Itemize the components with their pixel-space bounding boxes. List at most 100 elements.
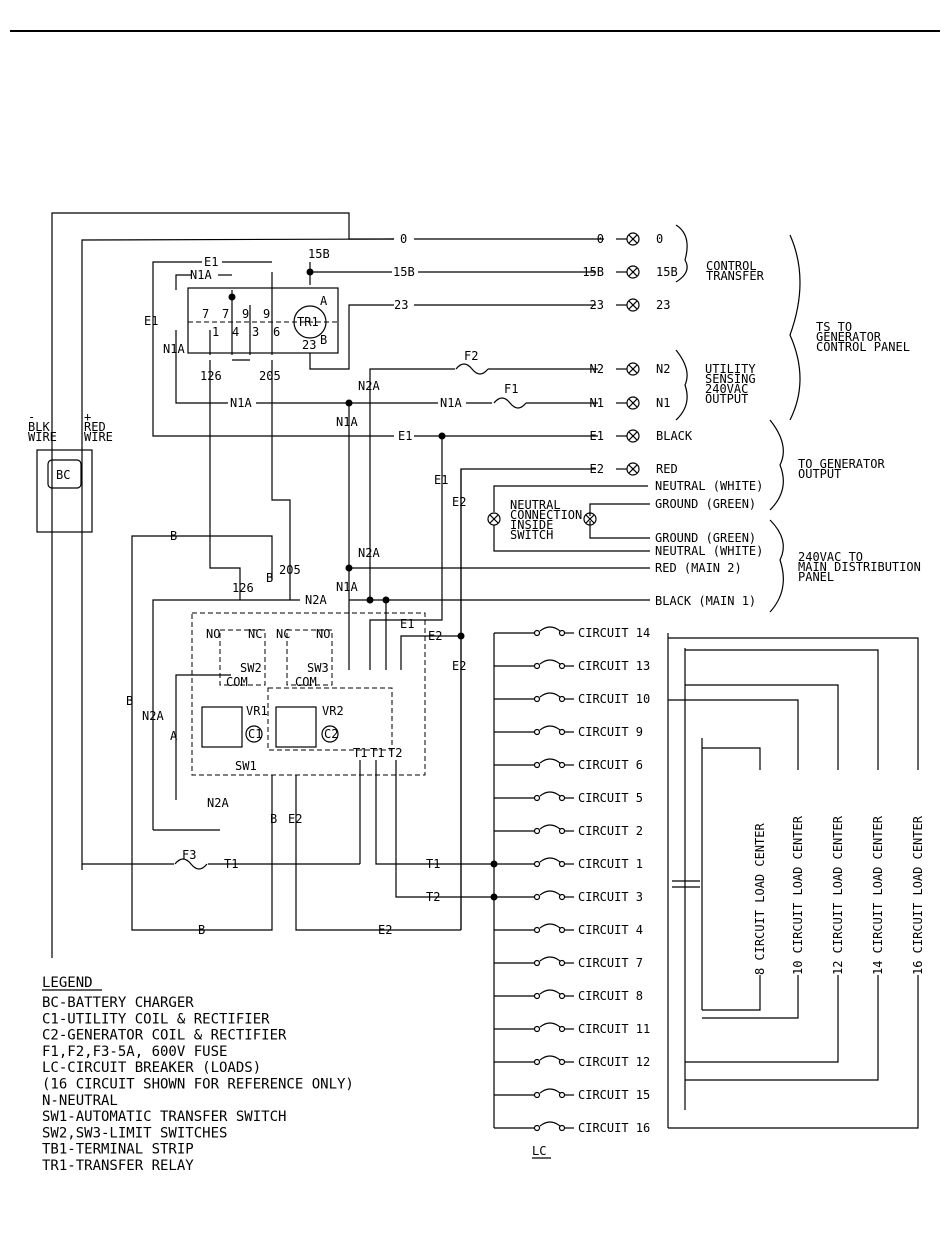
f3-fuse [174, 858, 208, 870]
n1a-label-3: N1A [336, 415, 358, 429]
red-wire-1: RED [84, 420, 106, 434]
c2-label: C2 [324, 727, 338, 741]
neutral-white-1: NEUTRAL (WHITE) [655, 479, 763, 493]
neutral-white-2: NEUTRAL (WHITE) [655, 544, 763, 558]
load-center-label: 8 CIRCUIT LOAD CENTER [753, 823, 767, 975]
breaker-arc [539, 956, 561, 962]
wire-126-label: 126 [200, 369, 222, 383]
circuit-label: CIRCUIT 12 [578, 1055, 650, 1069]
legend-item: LC-CIRCUIT BREAKER (LOADS) [42, 1060, 261, 1076]
junction-dot [366, 596, 374, 604]
terminal-label-t0: 0 [656, 232, 663, 246]
neutral-conn-1: NEUTRAL [510, 498, 561, 512]
breaker-contact [558, 959, 566, 967]
f2-fuse [455, 363, 489, 375]
ts-gen-3: CONTROL PANEL [816, 340, 910, 354]
breaker-arc [539, 890, 561, 896]
breaker-contact [558, 728, 566, 736]
load-center-label: 12 CIRCUIT LOAD CENTER [831, 815, 845, 975]
circuit-label: CIRCUIT 11 [578, 1022, 650, 1036]
t1-sw-label-2: T1 [370, 746, 384, 760]
junction-dot [345, 564, 353, 572]
breaker-contact [558, 1058, 566, 1066]
bc-label: BC [56, 468, 70, 482]
n1a-label-6: N1A [190, 268, 212, 282]
terminal-screw-icon [626, 396, 640, 410]
legend-item: TB1-TERMINAL STRIP [42, 1142, 194, 1158]
wire-23-label: 23 [394, 298, 408, 312]
sw3-nc-label: NC [276, 627, 290, 641]
breaker-contact [533, 827, 541, 835]
ground-green-2: GROUND (GREEN) [655, 531, 756, 545]
b-label-5: B [198, 923, 205, 937]
n1a-label-5: N1A [163, 342, 185, 356]
utility-sensing-2: SENSING [705, 372, 756, 386]
terminal-screw-icon [626, 429, 640, 443]
circuit-label: CIRCUIT 10 [578, 692, 650, 706]
terminal-wire-t0: 0 [597, 232, 604, 246]
junction-dot [490, 860, 498, 868]
n2a-label-3: N2A [305, 593, 327, 607]
e1-label-1: E1 [204, 255, 218, 269]
labels: 0 15B 15B 23 23 TR1 A B F2 F1 F3 N1A N1A… [28, 232, 921, 1159]
wires [36, 212, 919, 1129]
e1-label-5: E1 [400, 617, 414, 631]
breaker-contact [558, 926, 566, 934]
breaker-arc [539, 1121, 561, 1127]
control-transfer-2: TRANSFER [706, 269, 765, 283]
tr-contact-1: 7 [202, 307, 209, 321]
breaker-contact [533, 893, 541, 901]
blk-wire-2: WIRE [28, 430, 57, 444]
circuit-label: CIRCUIT 8 [578, 989, 643, 1003]
breaker-contact [558, 695, 566, 703]
f3-label: F3 [182, 848, 196, 862]
circuit-label: CIRCUIT 5 [578, 791, 643, 805]
circuit-label: CIRCUIT 9 [578, 725, 643, 739]
e2-label-3: E2 [452, 659, 466, 673]
n2a-label-4: N2A [142, 709, 164, 723]
wire-205-label: 205 [259, 369, 281, 383]
sw3-label: SW3 [307, 661, 329, 675]
legend-item: SW1-AUTOMATIC TRANSFER SWITCH [42, 1109, 286, 1125]
breaker-contact [558, 794, 566, 802]
a-label: A [170, 729, 178, 743]
neutral-conn-2: CONNECTION [510, 508, 582, 522]
load-center-label: 16 CIRCUIT LOAD CENTER [911, 815, 925, 975]
legend-item: (16 CIRCUIT SHOWN FOR REFERENCE ONLY) [42, 1077, 354, 1093]
tr-contact-3: 9 [242, 307, 249, 321]
sw1-label: SW1 [235, 759, 257, 773]
e2-label-1: E2 [452, 495, 466, 509]
breaker-contact [533, 860, 541, 868]
n1a-label-1: N1A [230, 396, 252, 410]
neutral-screw-icon [487, 512, 501, 526]
circuit-label: CIRCUIT 2 [578, 824, 643, 838]
breaker-contact [533, 728, 541, 736]
b-label-2: B [266, 571, 273, 585]
t1-label-1: T1 [224, 857, 238, 871]
legend-title: LEGEND [42, 975, 93, 991]
red-wire-sign: + [84, 410, 91, 424]
legend-item: C2-GENERATOR COIL & RECTIFIER [42, 1028, 287, 1044]
terminal-label-tn1: N1 [656, 396, 670, 410]
breaker-contact [533, 992, 541, 1000]
n2a-label-2: N2A [358, 546, 380, 560]
terminal-screw-icon [626, 298, 640, 312]
terminal-label-te2: RED [656, 462, 678, 476]
terminal-label-t23: 23 [656, 298, 670, 312]
tr1-label: TR1 [297, 315, 319, 329]
t1-label-2: T1 [426, 857, 440, 871]
utility-sensing-4: OUTPUT [705, 392, 748, 406]
breaker-contact [533, 662, 541, 670]
junction-dot [382, 596, 390, 604]
circuit-label: CIRCUIT 1 [578, 857, 643, 871]
breaker-arc [539, 824, 561, 830]
utility-sensing-3: 240VAC [705, 382, 748, 396]
breaker-arc [539, 923, 561, 929]
legend-item: SW2,SW3-LIMIT SWITCHES [42, 1125, 227, 1141]
red-wire-2: WIRE [84, 430, 113, 444]
ground-green-1: GROUND (GREEN) [655, 497, 756, 511]
breaker-contact [558, 662, 566, 670]
